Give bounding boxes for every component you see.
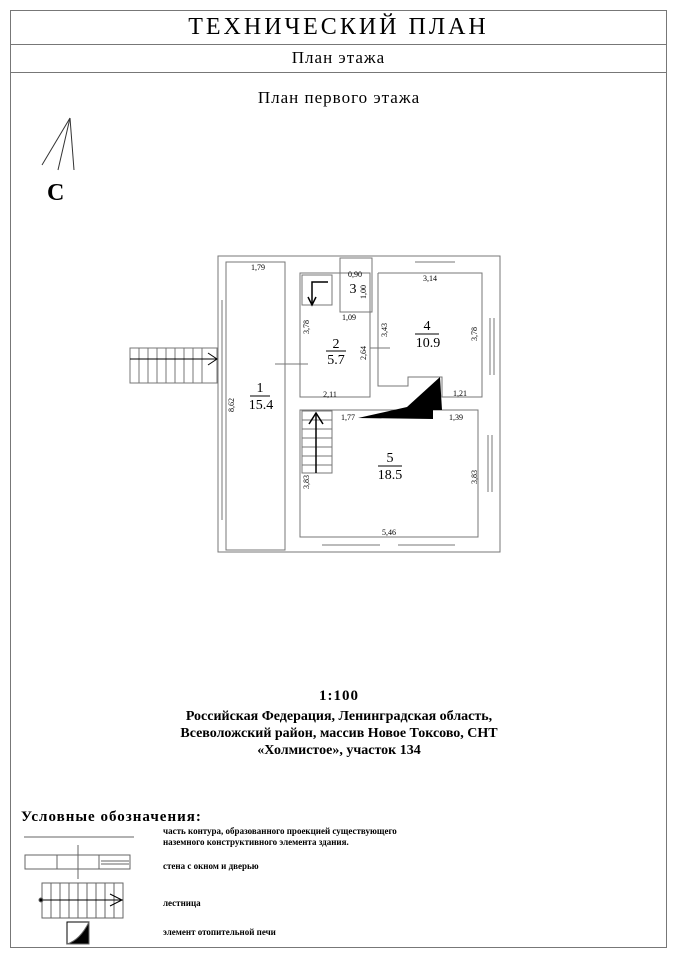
room-2-outline — [299, 272, 371, 398]
page-frame — [10, 10, 667, 948]
address: Российская Федерация, Ленинградская обла… — [0, 708, 678, 759]
legend-label: лестница — [163, 898, 201, 908]
room-1-outline — [225, 261, 286, 551]
room-5-outline — [299, 409, 479, 538]
room-4-outline — [377, 272, 483, 398]
svg-text:3,78: 3,78 — [302, 320, 311, 334]
room-4-area: 10.9 — [416, 336, 441, 351]
legend-stairs-icon — [38, 882, 124, 919]
legend-symbols — [24, 836, 134, 945]
address-line: «Холмистое», участок 134 — [257, 743, 421, 758]
room-3-number: 3 — [350, 282, 357, 297]
svg-text:5,46: 5,46 — [382, 528, 396, 537]
stove-element-icon — [358, 377, 442, 419]
stairs-room-5-icon — [301, 410, 333, 474]
legend-label: часть контура, образованного проекцией с… — [163, 826, 397, 836]
svg-text:1,39: 1,39 — [449, 413, 463, 422]
stairs-room-2-icon — [301, 274, 333, 307]
legend-wall-icon — [24, 845, 131, 879]
legend-label: элемент отопительной печи — [163, 927, 276, 937]
room-3-outline — [339, 257, 373, 313]
plan-title: План первого этажа — [257, 88, 421, 107]
north-label: С — [47, 180, 65, 206]
legend-item-stove: элемент отопительной печи — [163, 927, 276, 938]
room-4-number: 4 — [424, 319, 431, 334]
room-2-area: 5.7 — [327, 353, 345, 368]
document-subtitle: План этажа — [10, 45, 667, 73]
svg-text:2,11: 2,11 — [323, 390, 337, 399]
building-outline — [217, 255, 501, 553]
dimension-labels: 1,79 8,62 0,90 1,00 3,14 1,09 3,78 3,43 … — [227, 263, 479, 537]
document-title: ТЕХНИЧЕСКИЙ ПЛАН — [10, 10, 667, 45]
svg-text:3,83: 3,83 — [302, 475, 311, 489]
legend-item-wall: стена с окном и дверью — [163, 861, 259, 872]
svg-text:3,83: 3,83 — [470, 470, 479, 484]
svg-text:1,21: 1,21 — [453, 389, 467, 398]
legend-item-stairs: лестница — [163, 898, 201, 909]
svg-text:2,64: 2,64 — [359, 346, 368, 360]
stairs-external-icon — [129, 347, 218, 384]
svg-text:1,77: 1,77 — [341, 413, 355, 422]
svg-text:3,43: 3,43 — [380, 323, 389, 337]
svg-text:8,62: 8,62 — [227, 398, 236, 412]
svg-text:1,09: 1,09 — [342, 313, 356, 322]
room-1-number: 1 — [257, 381, 264, 396]
address-line: Всеволожский район, массив Новое Токсово… — [180, 726, 498, 741]
room-1-area: 15.4 — [249, 398, 274, 413]
legend-label: стена с окном и дверью — [163, 861, 259, 871]
svg-text:1,00: 1,00 — [359, 285, 368, 299]
room-5-area: 18.5 — [378, 468, 403, 483]
svg-text:1,79: 1,79 — [251, 263, 265, 272]
svg-text:0,90: 0,90 — [348, 270, 362, 279]
address-line: Российская Федерация, Ленинградская обла… — [185, 709, 493, 724]
north-arrow-icon — [41, 117, 75, 171]
svg-text:3,14: 3,14 — [423, 274, 437, 283]
legend-stove-icon — [66, 921, 90, 945]
scale-label: 1:100 — [319, 688, 359, 704]
svg-text:3,78: 3,78 — [470, 327, 479, 341]
room-2-number: 2 — [333, 337, 340, 352]
legend-item-contour: часть контура, образованного проекцией с… — [163, 826, 397, 848]
legend-label: наземного конструктивного элемента здани… — [163, 837, 349, 847]
room-5-number: 5 — [387, 451, 394, 466]
legend-title: Условные обозначения: — [21, 809, 202, 825]
